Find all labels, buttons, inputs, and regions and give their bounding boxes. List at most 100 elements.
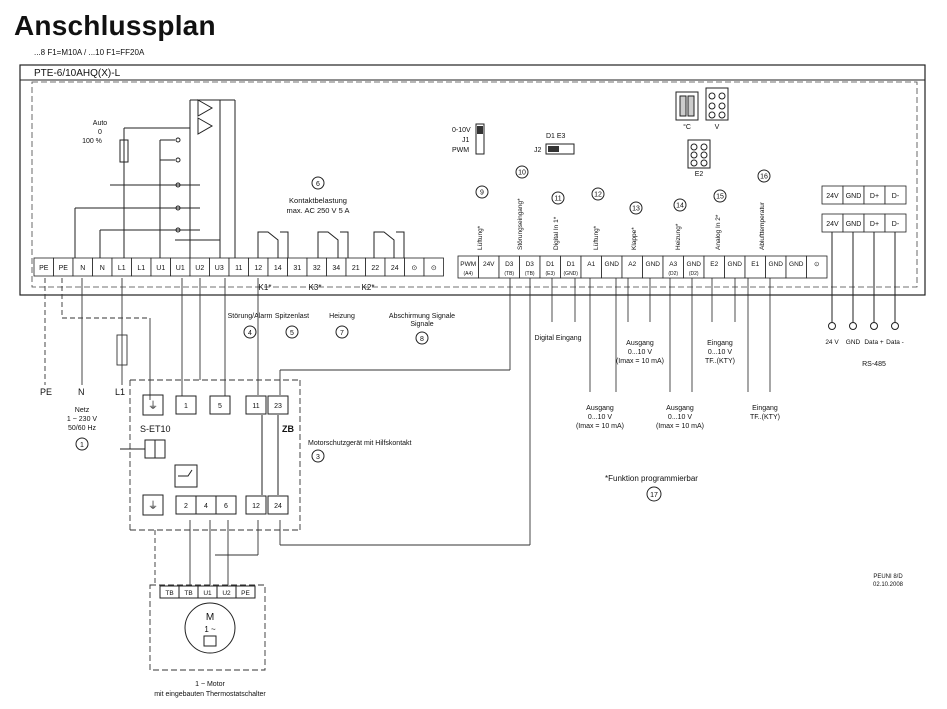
contactor-terminal: 4 [204,503,208,510]
circle-number-text: 15 [716,194,724,201]
signal-label: Spitzenlast [275,313,309,320]
terminal-label: 31 [293,265,301,272]
terminal-label: GND [605,261,620,268]
function-label: Lüftung* [593,225,600,250]
signal-label: Abschirmung Signale [389,313,455,320]
terminal-label: GND [687,261,702,268]
terminal-label: GND [789,261,804,268]
motor-terminal: U1 [203,590,212,597]
terminal-label: A3 [669,261,677,268]
terminal-label: 24 [391,265,399,272]
model-label: PTE-6/10AHQ(X)-L [34,68,121,79]
circle-number-text: 16 [760,174,768,181]
terminal-label: 24V [483,261,495,268]
motor-caption-2: mit eingebauten Thermostatschalter [154,691,266,698]
rs485-label: GND [846,339,861,346]
terminal-label: E2 [710,261,718,268]
rs485-terminal-label: 24V [826,193,839,200]
io-label: Eingang [707,340,733,347]
svg-text:J2: J2 [534,147,542,154]
relay-k2: K2* [362,283,375,292]
terminal-sublabel: (TB) [504,271,514,277]
funktion-note: *Funktion programmierbar [605,474,698,483]
rs485-label: Data - [886,339,904,346]
netz-3: 50/60 Hz [68,425,97,432]
function-label: Störungseingang* [517,198,524,250]
signal-label: Heizung [329,313,355,320]
terminal-label: ⊙ [431,265,437,272]
circle-number [551,191,565,205]
signal-num: 7 [340,330,344,337]
terminal-label: GND [728,261,743,268]
switch-label-zero: 0 [98,129,102,136]
rs485-caption: RS-485 [862,361,886,368]
thyristor-symbol [197,99,214,135]
rs485-terminal [884,185,907,205]
function-labels: Lüftung*Störungseingang*Digital In 1*Lüf… [475,165,771,250]
circle-number-text: 10 [518,170,526,177]
terminal-label: D1 [546,261,555,268]
mains-l1: L1 [115,387,125,397]
svg-text:⏚: ⏚ [148,400,158,412]
io-label: Eingang [752,405,778,412]
motorschutz-label: Motorschutzgerät mit Hilfskontakt [308,440,412,447]
digital-input-label: Digital Eingang [534,335,581,342]
netz-2: 1 ~ 230 V [67,416,97,423]
terminal [806,255,828,279]
terminal-label: GND [646,261,661,268]
contactor-terminal: 12 [252,503,260,510]
circle-number [475,185,489,199]
motor-terminal: TB [165,590,173,597]
contactor-terminal: 24 [274,503,282,510]
load-num: 6 [316,181,320,188]
zb-label: ZB [282,424,294,434]
rs485-label: Data + [864,339,884,346]
terminal-label: D3 [526,261,535,268]
contactor-terminal: 6 [224,503,228,510]
rs485-terminal-label: D+ [870,193,879,200]
terminal-label: PWM [460,261,476,268]
terminal-label: 14 [274,265,282,272]
terminal-label: E1 [751,261,759,268]
signal-legend: Störung/Alarm4Spitzenlast5Heizung7Abschi… [228,313,455,345]
svg-text:°C: °C [683,123,691,131]
jumper-temp-volt: °C V E2 [675,87,729,178]
terminal-label: U2 [195,265,204,272]
relay-k3: K3* [309,283,322,292]
netz-1: Netz [75,407,90,414]
svg-text:V: V [715,124,720,131]
terminal-label: L1 [118,265,126,272]
stamp-2: 02.10.2008 [873,582,904,588]
circle-num-6 [311,176,325,190]
switch-label-100: 100 % [82,138,102,145]
contactor-terminal: 5 [218,403,222,410]
function-label: Analog In 2* [715,214,722,250]
terminal-sublabel: (TB) [525,271,535,277]
svg-text:17: 17 [650,492,658,499]
terminal-label: N [100,265,105,272]
rs485-terminal-label: D- [892,193,900,200]
signal-num: 8 [420,336,424,343]
io-label: Ausgang [586,405,614,412]
mains-pe: PE [40,387,52,397]
circle-number [629,201,643,215]
terminal-label: L1 [137,265,145,272]
io-label: (Imax = 10 mA) [576,423,624,430]
function-label: Heizung* [675,223,682,250]
io-label: 0...10 V [708,349,732,356]
terminal-label: 32 [313,265,321,272]
function-label: Klappe* [631,227,638,250]
terminal-label: N [80,265,85,272]
circle-number-text: 13 [632,206,640,213]
terminal-label: 22 [371,265,379,272]
mode-switch: Auto 0 100 % [74,99,236,258]
contactor-terminal: 2 [184,503,188,510]
terminal-label: D1 [567,261,576,268]
motor-terminal: TB [184,590,192,597]
